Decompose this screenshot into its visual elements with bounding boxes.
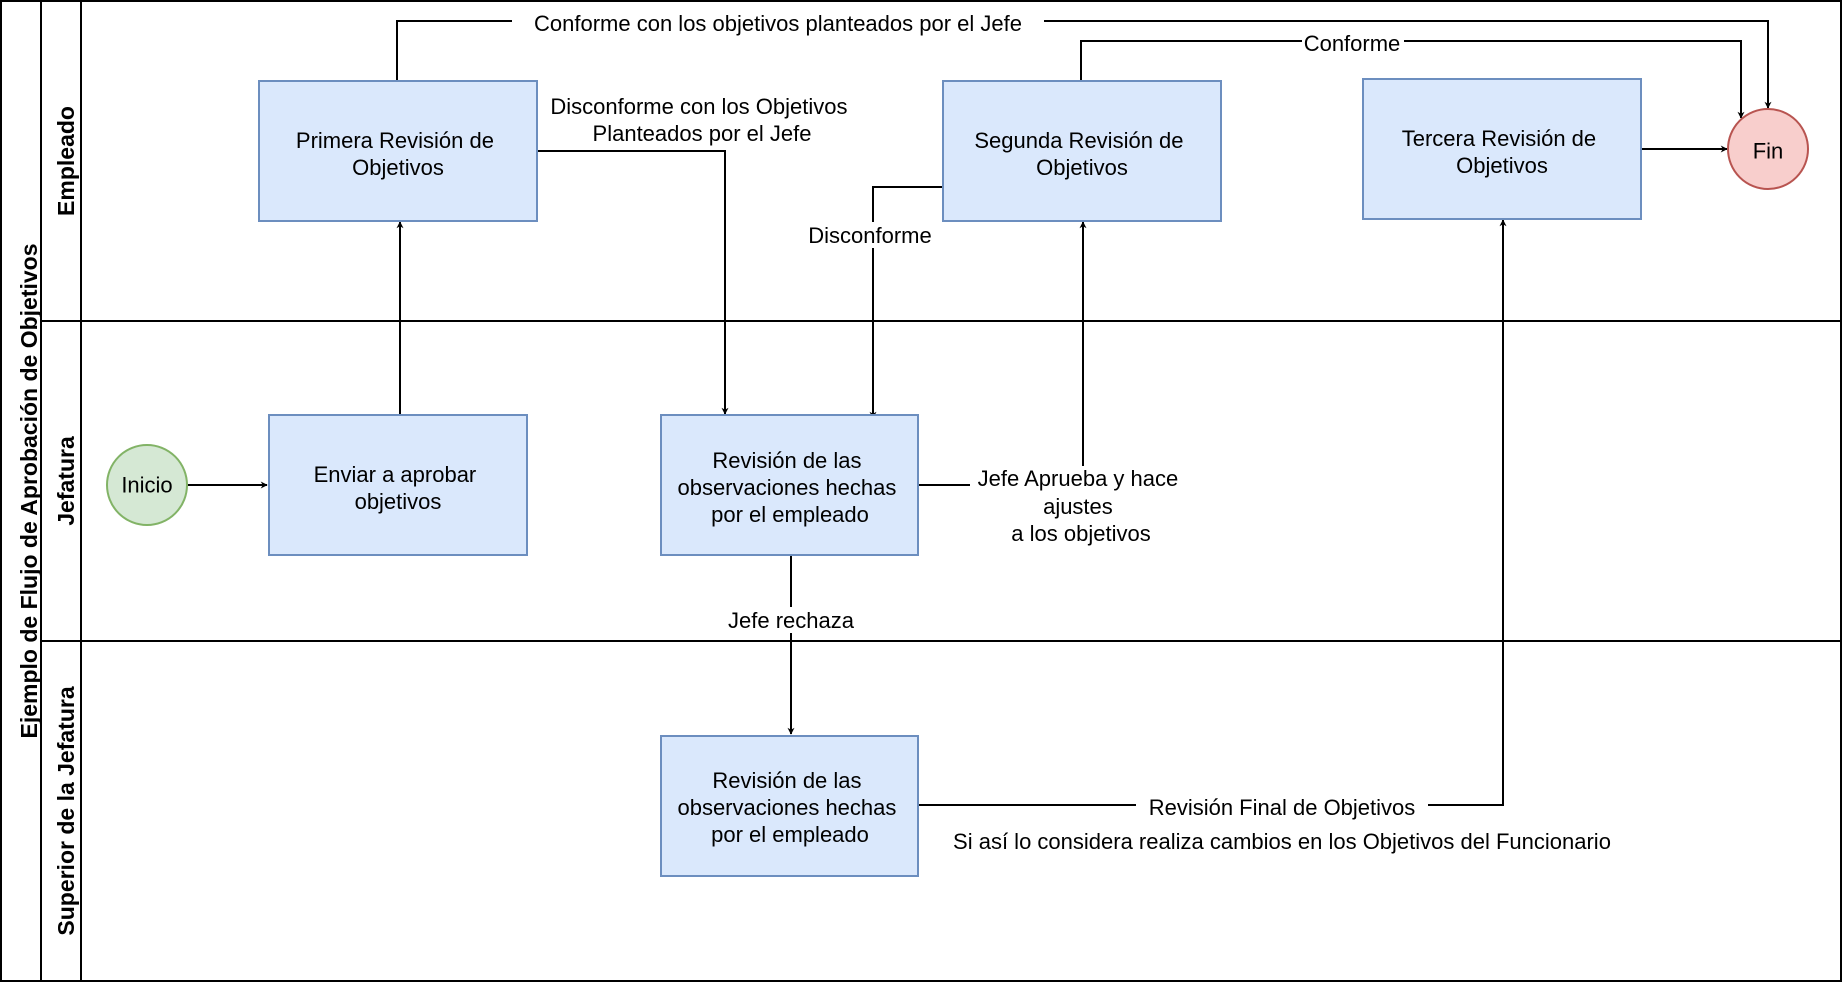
edge-labels: Conforme con los objetivos planteados po… [512, 10, 1611, 854]
edge-first-disconforme [537, 150, 729, 415]
task-second-text: Segunda Revisión de Objetivos [974, 128, 1189, 180]
task-review-superior-line-2: observaciones hechas [677, 795, 896, 820]
edges [187, 20, 1772, 806]
end-event: Fin [1727, 108, 1809, 190]
task-second-review: Segunda Revisión de Objetivos [942, 80, 1222, 222]
task-send-line-2: objetivos [355, 489, 442, 514]
task-review-superior: Revisión de las observaciones hechas por… [660, 735, 919, 877]
start-event: Inicio [106, 444, 188, 526]
task-second-box [942, 80, 1222, 222]
task-review-boss-line-3: por el empleado [711, 502, 869, 527]
label-bg-second-ok [1302, 30, 1404, 54]
task-third-box [1362, 78, 1642, 220]
edge-second-conforme [1080, 40, 1745, 119]
label-final-review: Revisión Final de Objetivos [1149, 795, 1416, 820]
label-first-disconforme: Disconforme con los Objetivos Planteados… [550, 94, 853, 146]
start-circle [106, 444, 188, 526]
label-final-note: Si así lo considera realiza cambios en l… [953, 829, 1611, 854]
label-bg-boss-rejects [721, 607, 861, 633]
task-review-superior-box [660, 735, 919, 877]
task-review-superior-text: Revisión de las observaciones hechas por… [677, 768, 902, 847]
lane-title-superior: Superior de la Jefatura [53, 686, 79, 935]
task-review-superior-line-1: Revisión de las [712, 768, 861, 793]
end-label: Fin [1753, 139, 1784, 164]
label-first-disconforme-line-2: Planteados por el Jefe [593, 121, 812, 146]
task-send-text: Enviar a aprobar objetivos [314, 462, 483, 514]
task-third-text: Tercera Revisión de Objetivos [1402, 126, 1603, 178]
pool-title: Ejemplo de Flujo de Aprobación de Objeti… [16, 244, 42, 739]
edge-boss-approves [918, 221, 1087, 486]
task-second-line-1: Segunda Revisión de [974, 128, 1183, 153]
label-boss-approves-line-1: Jefe Aprueba y hace [978, 466, 1179, 491]
task-review-boss-line-2: observaciones hechas [677, 475, 896, 500]
lane-title-jefatura: Jefatura [53, 436, 79, 526]
label-boss-approves-line-2: ajustes [1043, 494, 1113, 519]
end-circle [1727, 108, 1809, 190]
task-first-text: Primera Revisión de Objetivos [296, 128, 500, 180]
label-first-conforme: Conforme con los objetivos planteados po… [534, 11, 1022, 36]
task-review-boss-line-1: Revisión de las [712, 448, 861, 473]
task-review-superior-line-3: por el empleado [711, 822, 869, 847]
task-third-line-1: Tercera Revisión de [1402, 126, 1596, 151]
task-review-boss-text: Revisión de las observaciones hechas por… [677, 448, 902, 527]
lane-title-empleado: Empleado [53, 106, 79, 216]
task-third-review: Tercera Revisión de Objetivos [1362, 78, 1642, 220]
label-bg-first-disagree [538, 92, 866, 148]
task-first-line-1: Primera Revisión de [296, 128, 494, 153]
task-second-line-2: Objetivos [1036, 155, 1128, 180]
task-review-boss: Revisión de las observaciones hechas por… [660, 414, 919, 556]
start-label: Inicio [121, 473, 172, 498]
task-third-line-2: Objetivos [1456, 153, 1548, 178]
label-bg-first-ok [512, 10, 1044, 34]
label-bg-boss-approves [970, 466, 1194, 548]
nodes: Inicio Fin Enviar a aprobar objetivos Pr… [106, 78, 1809, 877]
task-send-box [268, 414, 528, 556]
task-send-line-1: Enviar a aprobar [314, 462, 477, 487]
label-first-disconforme-line-1: Disconforme con los Objetivos [550, 94, 847, 119]
task-review-boss-box [660, 414, 919, 556]
edge-second-disconforme [869, 186, 943, 419]
edge-first-conforme [396, 20, 1772, 109]
label-bg-final-review [1136, 794, 1428, 820]
task-first-review: Primera Revisión de Objetivos [258, 80, 538, 222]
label-second-conforme: Conforme [1304, 31, 1401, 56]
label-boss-rejects: Jefe rechaza [728, 608, 855, 633]
label-boss-approves-line-3: a los objetivos [1011, 521, 1150, 546]
task-first-line-2: Objetivos [352, 155, 444, 180]
task-send: Enviar a aprobar objetivos [268, 414, 528, 556]
task-first-box [258, 80, 538, 222]
label-boss-approves: Jefe Aprueba y hace ajustes a los objeti… [978, 466, 1185, 546]
label-bg-second-disagree [801, 222, 939, 248]
edge-final-review [918, 219, 1507, 806]
label-second-disconforme: Disconforme [808, 223, 931, 248]
